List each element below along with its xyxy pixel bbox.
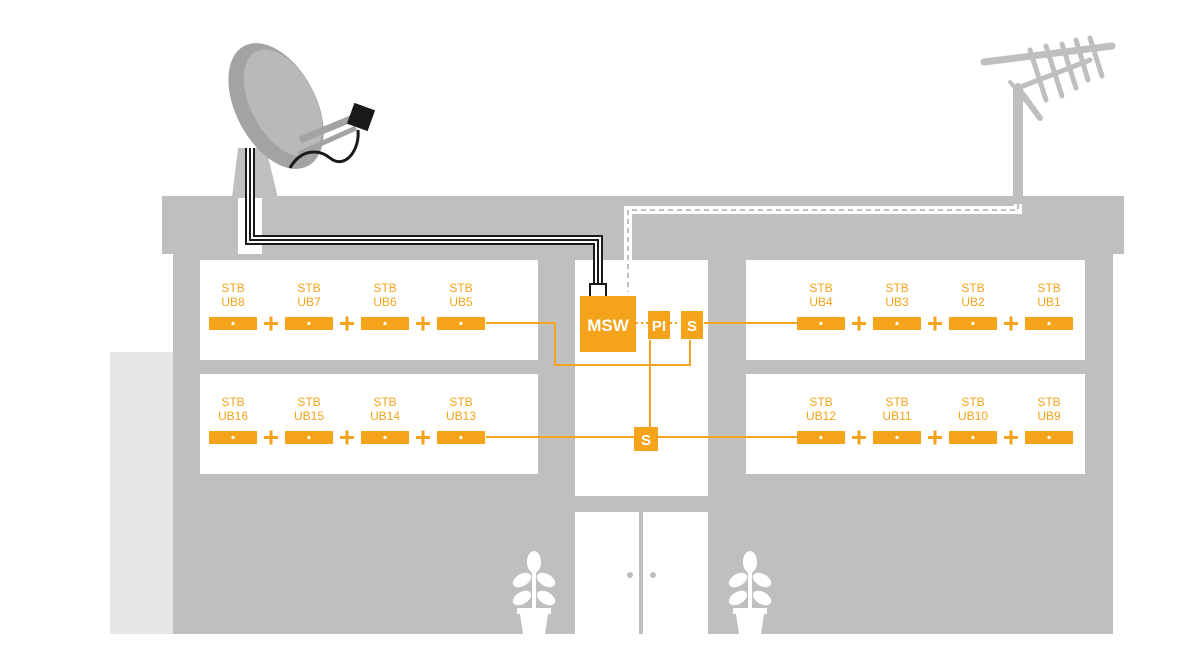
stb-led [895,321,899,326]
splitter-bottom-label: S [641,432,651,449]
stb-led [231,435,235,440]
stb-led [383,435,387,440]
stb-label: STB [297,395,320,409]
stb-label: STB [297,281,320,295]
stb-label: STB [373,395,396,409]
stb-label: STB [809,281,832,295]
stb-id-label: UB9 [1037,409,1061,423]
room-top-left [200,260,538,360]
power-inserter-box: PI [648,311,670,339]
stb-label: STB [373,281,396,295]
stb-led [971,435,975,440]
stb-id-label: UB15 [294,409,324,423]
stb-led [459,435,463,440]
neighbour-roof [110,352,180,378]
room-top-right [746,260,1085,360]
plus-icon [264,316,278,331]
plus-icon [340,316,354,331]
splitter-top-box: S [681,311,703,339]
stb-led [307,435,311,440]
stb-led [383,321,387,326]
stb-led [1047,321,1051,326]
stb-led [1047,435,1051,440]
stairwell [575,260,708,496]
msw-box: MSW [580,296,636,352]
stb-label: STB [1037,281,1060,295]
satellite-dish-icon [228,43,376,198]
stb-id-label: UB12 [806,409,836,423]
stb-label: STB [449,281,472,295]
stb-led [231,321,235,326]
stb-id-label: UB11 [882,409,911,423]
stb-id-label: UB6 [373,295,397,309]
stb-label: STB [221,281,244,295]
stb-label: STB [221,395,244,409]
stb-label: STB [961,395,984,409]
stb-id-label: UB8 [221,295,245,309]
plant-icon [728,551,772,634]
power-inserter-label: PI [652,318,666,335]
stb-label: STB [449,395,472,409]
stb-led [971,321,975,326]
room-bottom-left [200,374,538,474]
stb-led [819,321,823,326]
plus-icon [416,316,430,331]
stb-id-label: UB1 [1037,295,1061,309]
room-bottom-right [746,374,1085,474]
stb-id-label: UB4 [809,295,833,309]
distribution-lines [486,322,798,438]
plant-icon [512,551,556,634]
plus-icon [1004,316,1018,331]
msw-label: MSW [587,316,630,335]
plus-icon [1004,430,1018,445]
stb-label: STB [961,281,984,295]
plus-icon [852,430,866,445]
stb-id-label: UB13 [446,409,476,423]
stb-id-label: UB2 [961,295,985,309]
plus-icon [928,430,942,445]
plus-icon [852,316,866,331]
stb-id-label: UB16 [218,409,248,423]
stb-id-label: UB14 [370,409,400,423]
stb-label: STB [885,281,908,295]
stb-led [895,435,899,440]
stb-led [819,435,823,440]
splitter-top-label: S [687,318,697,335]
plus-icon [340,430,354,445]
entrance-doors [575,512,708,634]
stb-led [307,321,311,326]
plus-icon [928,316,942,331]
plus-icon [264,430,278,445]
stb-label: STB [885,395,908,409]
stb-led [459,321,463,326]
plus-icon [416,430,430,445]
neighbour-building [110,352,174,634]
stb-label: STB [809,395,832,409]
stb-id-label: UB7 [297,295,321,309]
stb-id-label: UB5 [449,295,473,309]
stb-id-label: UB3 [885,295,909,309]
stb-label: STB [1037,395,1060,409]
terrestrial-antenna-icon [980,35,1116,217]
splitter-bottom-box: S [634,427,658,451]
stb-id-label: UB10 [958,409,988,423]
